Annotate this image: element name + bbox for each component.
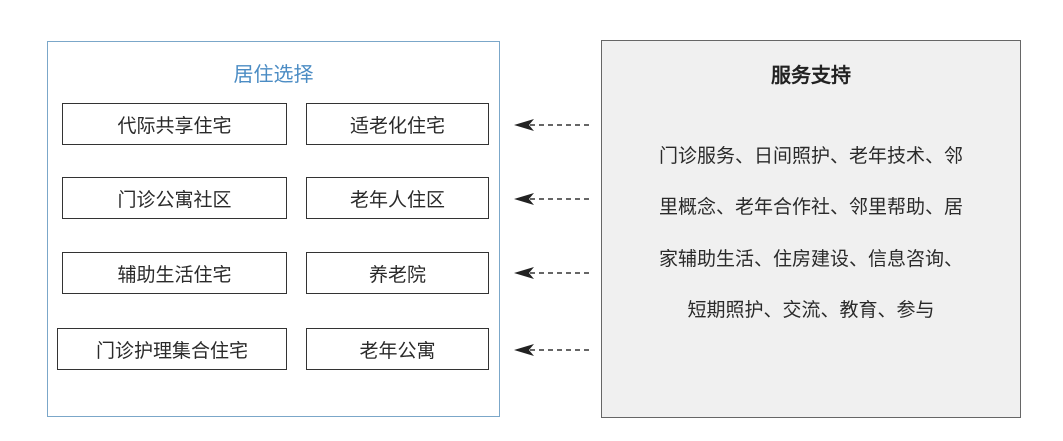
dashed-arrow-icon (514, 267, 590, 279)
residence-options-title: 居住选择 (233, 62, 314, 86)
service-text-line: 短期照护、交流、教育、参与 (687, 299, 935, 321)
dashed-arrow-icon (514, 119, 590, 131)
option-box-intergenerational-housing: 代际共享住宅 (62, 103, 287, 145)
service-text-line: 家辅助生活、住房建设、信息咨询、 (658, 248, 963, 270)
option-box-senior-residential-area: 老年人住区 (306, 177, 489, 219)
option-box-age-friendly-housing: 适老化住宅 (306, 103, 489, 145)
option-box-nursing-home: 养老院 (306, 252, 489, 294)
dashed-arrow-icon (514, 344, 590, 356)
dashed-arrow-icon (514, 193, 590, 205)
option-box-senior-apartment: 老年公寓 (306, 328, 489, 370)
service-text-line: 里概念、老年合作社、邻里帮助、居 (658, 196, 963, 218)
service-text-line: 门诊服务、日间照护、老年技术、邻 (658, 145, 963, 167)
service-support-title: 服务支持 (771, 63, 851, 87)
service-support-panel: 服务支持 门诊服务、日间照护、老年技术、邻 里概念、老年合作社、邻里帮助、居 家… (601, 40, 1021, 418)
option-box-clinic-apartment-community: 门诊公寓社区 (62, 177, 287, 219)
option-box-assisted-living-housing: 辅助生活住宅 (62, 252, 287, 294)
option-box-clinic-care-collective-housing: 门诊护理集合住宅 (57, 328, 287, 370)
